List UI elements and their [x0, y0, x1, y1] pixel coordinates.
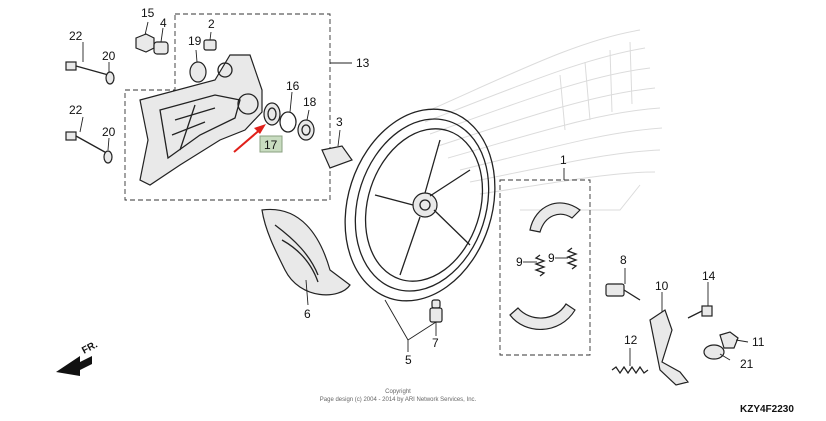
copyright-line-2: Page design (c) 2004 - 2014 by ARI Netwo… — [320, 397, 477, 403]
callout-17[interactable]: 17 — [264, 138, 278, 152]
spring-9-right[interactable] — [566, 247, 578, 270]
return-spring-12[interactable] — [611, 365, 649, 375]
front-label: FR. — [80, 339, 100, 356]
rear-fender-6[interactable] — [261, 208, 351, 296]
callout-18[interactable]: 18 — [303, 95, 317, 109]
callout-5[interactable]: 5 — [405, 353, 412, 367]
collar-4[interactable] — [153, 41, 169, 55]
callout-4[interactable]: 4 — [160, 16, 167, 30]
callout-17-highlight-box — [259, 135, 283, 153]
swingarm-assembly-boundary — [124, 13, 331, 201]
swing-arm[interactable] — [139, 54, 263, 186]
bearing-19[interactable] — [189, 61, 207, 83]
brake-cam-8[interactable] — [605, 283, 641, 301]
callout-21[interactable]: 21 — [740, 357, 754, 371]
callout-20-upper[interactable]: 20 — [102, 49, 116, 63]
callout-22-upper[interactable]: 22 — [69, 29, 83, 43]
collar-3[interactable] — [321, 145, 353, 169]
highlight-arrow — [233, 124, 266, 153]
bearing-18[interactable] — [297, 119, 315, 141]
wing-watermark — [424, 29, 663, 211]
callout-20-lower[interactable]: 20 — [102, 125, 116, 139]
brake-shoe-assembly-boundary — [499, 179, 591, 356]
callout-6[interactable]: 6 — [304, 307, 311, 321]
callout-16[interactable]: 16 — [286, 79, 300, 93]
callout-1[interactable]: 1 — [560, 153, 567, 167]
circlip-16[interactable] — [279, 111, 297, 133]
bolt-22-upper[interactable] — [65, 61, 113, 77]
callout-15[interactable]: 15 — [141, 6, 155, 20]
front-direction-indicator: FR. — [56, 339, 100, 376]
rear-wheel-5[interactable] — [321, 90, 519, 321]
nut-11[interactable] — [719, 331, 739, 349]
collar-2[interactable] — [203, 39, 217, 51]
bolt-14[interactable] — [687, 305, 713, 319]
callout-9-left[interactable]: 9 — [516, 255, 523, 269]
brake-shoe-lower[interactable] — [509, 303, 576, 330]
front-arrow-icon — [56, 356, 92, 376]
callout-19[interactable]: 19 — [188, 34, 202, 48]
callout-7[interactable]: 7 — [432, 336, 439, 350]
callout-8[interactable]: 8 — [620, 253, 627, 267]
callout-9-right[interactable]: 9 — [548, 251, 555, 265]
callout-12[interactable]: 12 — [624, 333, 638, 347]
spring-9-left[interactable] — [534, 254, 546, 277]
callout-14[interactable]: 14 — [702, 269, 716, 283]
callout-labels: 15 4 2 19 22 20 22 20 13 16 18 17 3 6 5 … — [69, 6, 765, 371]
diagram-code: KZY4F2230 — [740, 404, 794, 415]
washer-20-lower[interactable] — [103, 150, 113, 164]
callout-13[interactable]: 13 — [356, 56, 370, 70]
callout-11[interactable]: 11 — [752, 335, 765, 349]
callout-22-lower[interactable]: 22 — [69, 103, 83, 117]
callout-10[interactable]: 10 — [655, 279, 669, 293]
callout-3[interactable]: 3 — [336, 115, 343, 129]
leader-lines — [79, 21, 749, 366]
oil-seal-17[interactable] — [263, 102, 281, 126]
copyright-line-1: Copyright — [385, 389, 411, 395]
brake-shoe-upper[interactable] — [529, 202, 581, 233]
washer-20-upper[interactable] — [105, 71, 115, 85]
joint-21[interactable] — [703, 344, 725, 360]
callout-2[interactable]: 2 — [208, 17, 215, 31]
nut-15[interactable] — [135, 33, 155, 53]
brake-arm-10[interactable] — [649, 309, 690, 386]
valve-7[interactable] — [429, 299, 443, 323]
